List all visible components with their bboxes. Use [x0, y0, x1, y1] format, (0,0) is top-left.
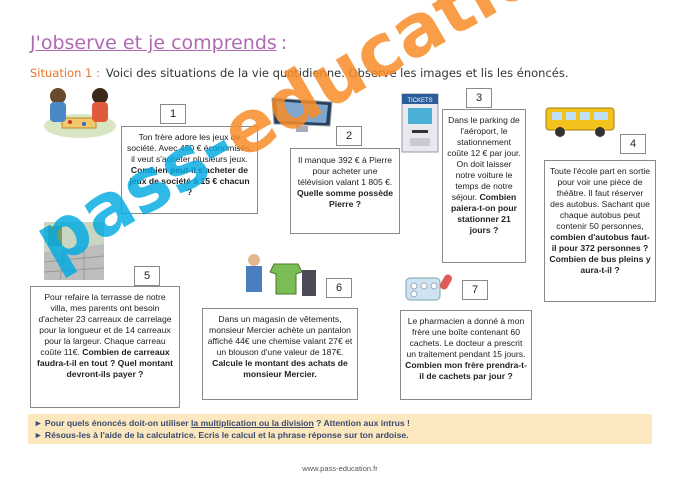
instruction-1-arrow-icon: ► — [34, 418, 43, 428]
card-7-question: Combien mon frère prendra-t-il de cachet… — [405, 360, 527, 381]
clothing-shop-image — [246, 254, 316, 296]
card-1-number: 1 — [160, 104, 186, 124]
medicine-pills-image — [405, 274, 452, 301]
card-4-text: Toute l'école part en sortie pour voir u… — [549, 166, 651, 231]
card-6: Dans un magasin de vêtements, monsieur M… — [202, 308, 358, 400]
instruction-line-2: ► Résous-les à l'aide de la calculatrice… — [34, 429, 646, 441]
page-title-colon: : — [280, 32, 288, 54]
card-7-number: 7 — [462, 280, 488, 300]
card-2-question: Quelle somme possède Pierre ? — [297, 188, 393, 209]
card-5: Pour refaire la terrasse de notre villa,… — [30, 286, 180, 408]
situation-text: Voici des situations de la vie quotidien… — [105, 66, 569, 80]
card-4-question: combien d'autobus faut-il pour 372 perso… — [549, 232, 651, 275]
card-1-question: Combien peut-il s'acheter de jeux de soc… — [129, 165, 250, 197]
card-3-question: Combien paiera-t-on pour stationner 21 j… — [451, 192, 517, 235]
card-3: Dans le parking de l'aéroport, le statio… — [442, 109, 526, 263]
card-3-number: 3 — [466, 88, 492, 108]
card-2: Il manque 392 € à Pierre pour acheter un… — [290, 148, 400, 234]
card-1: Ton frère adore les jeux de société. Ave… — [121, 126, 258, 214]
instruction-2-arrow-icon: ► — [34, 430, 43, 440]
card-2-text: Il manque 392 € à Pierre pour acheter un… — [297, 155, 393, 187]
situation-intro: Situation 1 : Voici des situations de la … — [30, 66, 569, 80]
card-6-question: Calcule le montant des achats de monsieu… — [212, 358, 348, 379]
card-2-number: 2 — [336, 126, 362, 146]
instruction-line-1: ► Pour quels énoncés doit-on utiliser la… — [34, 417, 646, 429]
card-5-text: Pour refaire la terrasse de notre villa,… — [38, 292, 172, 357]
card-7: Le pharmacien a donné à mon frère une bo… — [400, 310, 532, 400]
parking-ticket-machine-image: TICKETS — [401, 93, 439, 153]
instruction-1-part-b: la multiplication ou la division — [191, 418, 314, 428]
card-1-text: Ton frère adore les jeux de société. Ave… — [126, 132, 252, 164]
card-4: Toute l'école part en sortie pour voir u… — [544, 160, 656, 302]
instructions-box: ► Pour quels énoncés doit-on utiliser la… — [28, 414, 652, 444]
card-4-number: 4 — [620, 134, 646, 154]
page-title-text: J'observe et je comprends — [30, 32, 277, 54]
card-5-question: Combien de carreaux faudra-t-il en tout … — [36, 347, 174, 379]
terrace-image — [44, 222, 104, 280]
instruction-1-part-a: Pour quels énoncés doit-on utiliser — [44, 418, 192, 428]
tickets-sign: TICKETS — [407, 98, 432, 104]
school-bus-image — [545, 107, 615, 137]
card-7-text: Le pharmacien a donné à mon frère une bo… — [406, 316, 526, 359]
situation-label: Situation 1 : — [30, 66, 100, 80]
instruction-1-part-c: ? Attention aux intrus ! — [313, 418, 410, 428]
site-url: www.pass-education.fr — [302, 464, 378, 473]
card-5-number: 5 — [134, 266, 160, 286]
children-playing-board-game-image — [44, 88, 116, 138]
instruction-2-text: Résous-les à l'aide de la calculatrice. … — [44, 430, 409, 440]
card-6-text: Dans un magasin de vêtements, monsieur M… — [207, 314, 353, 357]
card-3-text: Dans le parking de l'aéroport, le statio… — [447, 115, 521, 202]
page-title: J'observe et je comprends: — [30, 32, 287, 54]
card-6-number: 6 — [326, 278, 352, 298]
television-image — [271, 97, 333, 132]
